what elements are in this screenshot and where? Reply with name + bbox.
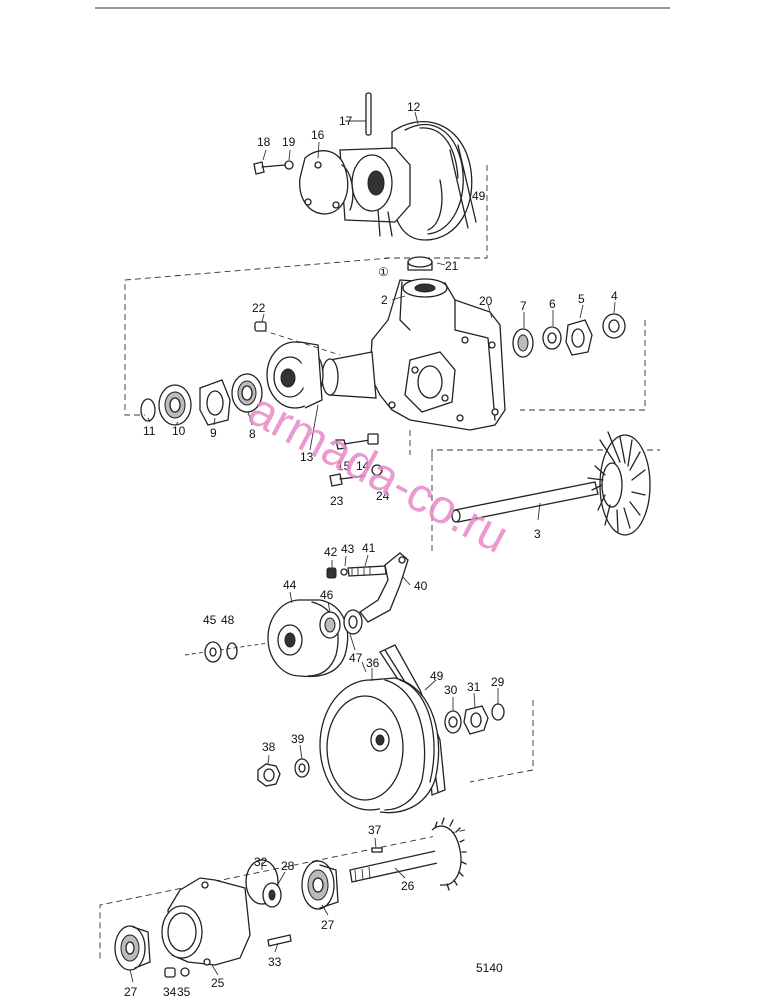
label-14: 14 — [356, 459, 370, 473]
label-20: 20 — [479, 294, 493, 308]
label-22: 22 — [252, 301, 266, 315]
label-47: 47 — [349, 651, 363, 665]
label-28: 28 — [281, 859, 295, 873]
label-16: 16 — [311, 128, 325, 142]
label-18: 18 — [257, 135, 271, 149]
tensioner-pulley-assembly — [184, 552, 411, 678]
label-13: 13 — [300, 450, 314, 464]
drawing-number: 5140 — [476, 961, 503, 975]
impeller-shaft-assembly — [431, 431, 660, 555]
drive-shaft-assembly — [99, 817, 467, 983]
label-23: 23 — [330, 494, 344, 508]
main-pulley-assembly — [257, 644, 534, 814]
label-5: 5 — [578, 292, 585, 306]
label-48: 48 — [221, 613, 235, 627]
label-40: 40 — [414, 579, 428, 593]
label-7: 7 — [520, 299, 527, 313]
circled-note: ① — [378, 265, 389, 279]
label-24: 24 — [376, 489, 390, 503]
label-15: 15 — [337, 459, 351, 473]
label-45: 45 — [203, 613, 217, 627]
label-31: 31 — [467, 680, 481, 694]
label-37: 37 — [368, 823, 382, 837]
label-4: 4 — [611, 289, 618, 303]
label-12: 12 — [407, 100, 421, 114]
label-42: 42 — [324, 545, 338, 559]
label-27-right: 27 — [321, 918, 335, 932]
label-46: 46 — [320, 588, 334, 602]
label-3: 3 — [534, 527, 541, 541]
label-2: 2 — [381, 293, 388, 307]
label-21: 21 — [445, 259, 459, 273]
label-8: 8 — [249, 427, 256, 441]
label-27-left: 27 — [124, 985, 138, 999]
label-32: 32 — [254, 855, 268, 869]
label-9: 9 — [210, 426, 217, 440]
label-41: 41 — [362, 541, 376, 555]
label-26: 26 — [401, 879, 415, 893]
label-33: 33 — [268, 955, 282, 969]
label-35: 35 — [177, 985, 191, 999]
label-43: 43 — [341, 542, 355, 556]
label-19: 19 — [282, 135, 296, 149]
label-49-top: 49 — [472, 189, 486, 203]
label-17: 17 — [339, 114, 353, 128]
label-25: 25 — [211, 976, 225, 990]
label-30: 30 — [444, 683, 458, 697]
label-38: 38 — [262, 740, 276, 754]
cover-pulley-assembly — [253, 92, 488, 259]
part-number-labels: 12 17 16 18 19 49 ① 21 2 20 7 6 5 4 22 1… — [124, 100, 618, 999]
label-49-mid: 49 — [430, 669, 444, 683]
label-39: 39 — [291, 732, 305, 746]
label-10: 10 — [172, 424, 186, 438]
label-11: 11 — [143, 424, 156, 438]
label-29: 29 — [491, 675, 505, 689]
label-44: 44 — [283, 578, 297, 592]
label-6: 6 — [549, 297, 556, 311]
label-36: 36 — [366, 656, 380, 670]
pump-housing-assembly — [124, 256, 646, 487]
label-34: 34 — [163, 985, 177, 999]
